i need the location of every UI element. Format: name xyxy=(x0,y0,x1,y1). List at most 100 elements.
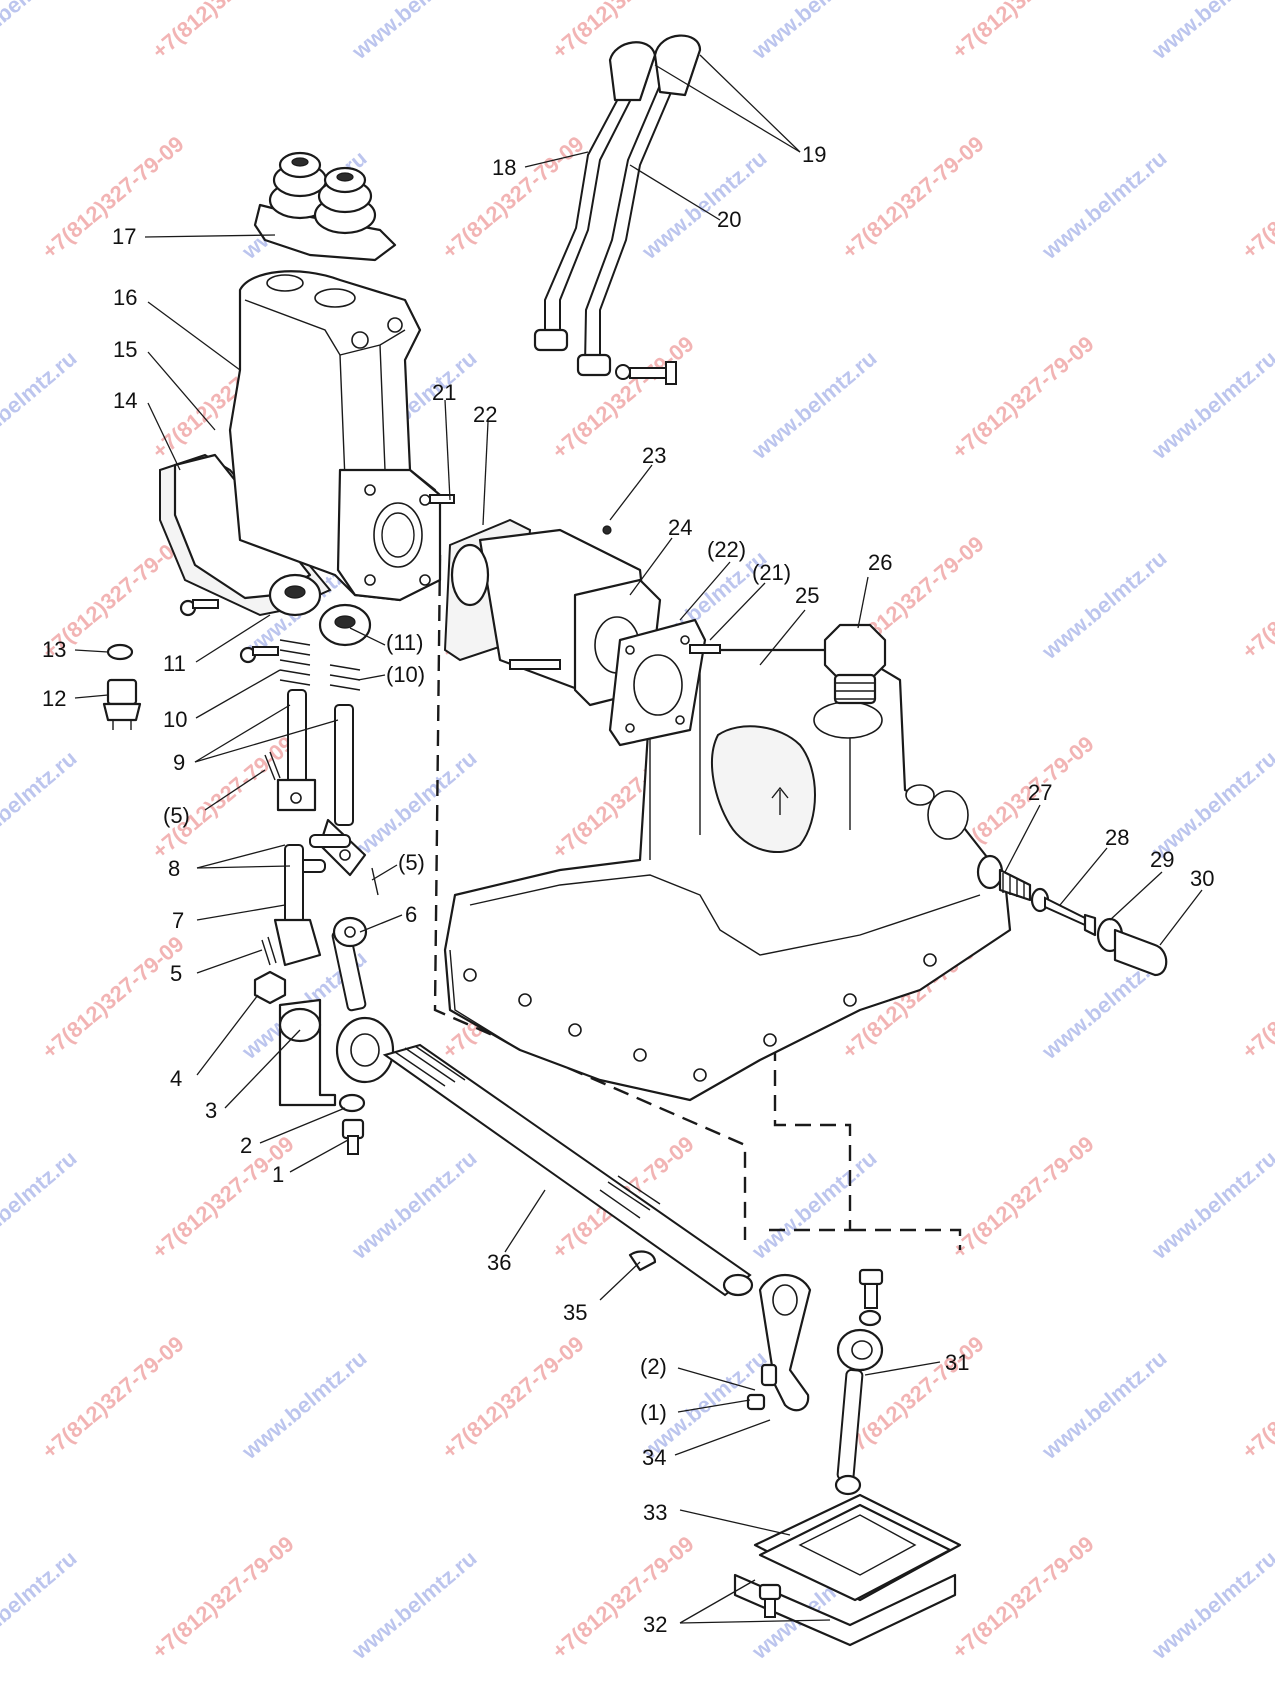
callout-22: 22 xyxy=(473,402,497,427)
rear-housing-cover xyxy=(443,648,1012,1102)
callout-21-ref: (21) xyxy=(752,560,791,585)
watermark-site: www.belmtz.ru xyxy=(346,1545,481,1664)
watermark-site: www.belmtz.ru xyxy=(636,145,771,264)
callout-31: 31 xyxy=(945,1350,969,1375)
callout-18: 18 xyxy=(492,155,516,180)
rubber-boot xyxy=(253,151,397,262)
watermark-phone: +7(812)327-79-09 xyxy=(1237,531,1275,664)
watermark-site: www.belmtz.ru xyxy=(0,1145,82,1264)
callout-7: 7 xyxy=(172,908,184,933)
watermark-site: www.belmtz.ru xyxy=(1036,145,1171,264)
watermark-phone: +7(812)327-79-09 xyxy=(437,1331,588,1464)
watermark-phone: +7(812)327-79-09 xyxy=(437,131,588,264)
watermark-phone: +7(812)327-79-09 xyxy=(147,1131,298,1264)
callout-1: 1 xyxy=(272,1162,284,1187)
watermark-site: www.belmtz.ru xyxy=(1146,1145,1275,1264)
callout-2: 2 xyxy=(240,1133,252,1158)
callout-5-ref: (5) xyxy=(163,803,190,828)
callout-23: 23 xyxy=(642,443,666,468)
watermark-phone: +7(812)327-79-09 xyxy=(947,331,1098,464)
watermark-phone: +7(812)327-79-09 xyxy=(1237,1331,1275,1464)
assembly-guide-line-right xyxy=(760,795,962,1250)
watermark-site: www.belmtz.ru xyxy=(1036,1345,1171,1464)
callout-10: 10 xyxy=(163,707,187,732)
callout-12: 12 xyxy=(42,686,66,711)
callout-3: 3 xyxy=(205,1098,217,1123)
watermark-site: www.belmtz.ru xyxy=(346,0,481,64)
watermark-site: www.belmtz.ru xyxy=(1146,1545,1275,1664)
callout-26: 26 xyxy=(868,550,892,575)
callout-28: 28 xyxy=(1105,825,1129,850)
callout-4: 4 xyxy=(170,1066,182,1091)
watermark-phone: +7(812)327-79-09 xyxy=(547,1531,698,1664)
callout-11: 11 xyxy=(163,651,186,676)
callout-17: 17 xyxy=(112,224,136,249)
watermark-layer: www.belmtz.ru +7(812)327-79-09 www.belmtz.… xyxy=(0,0,1275,1664)
watermark-phone: +7(812)327-79-09 xyxy=(147,0,298,64)
callout-16: 16 xyxy=(113,285,137,310)
adjusting-screw-assembly xyxy=(976,854,1168,977)
lower-linkage xyxy=(733,1268,962,1647)
watermark-site: www.belmtz.ru xyxy=(0,345,82,464)
distributor-body xyxy=(159,270,455,617)
watermark-site: www.belmtz.ru xyxy=(746,345,881,464)
watermark-site: www.belmtz.ru xyxy=(1036,545,1171,664)
callout-24: 24 xyxy=(668,515,692,540)
watermark-site: www.belmtz.ru xyxy=(1146,345,1275,464)
watermark-phone: +7(812)327-79-09 xyxy=(547,331,698,464)
assembly-guide-line-left xyxy=(433,554,747,1240)
watermark-phone: +7(812)327-79-09 xyxy=(147,1531,298,1664)
watermark-phone: +7(812)327-79-09 xyxy=(37,1331,188,1464)
watermark-phone: +7(812)327-79-09 xyxy=(947,1131,1098,1264)
callout-30: 30 xyxy=(1190,866,1214,891)
valve-section xyxy=(443,518,721,747)
watermark-phone: +7(812)327-79-09 xyxy=(947,0,1098,64)
callout-8: 8 xyxy=(168,856,180,881)
callout-35: 35 xyxy=(563,1300,587,1325)
callout-11-ref: (11) xyxy=(386,630,424,655)
callout-27: 27 xyxy=(1028,780,1052,805)
watermark-site: www.belmtz.ru xyxy=(746,0,881,64)
watermark-site: www.belmtz.ru xyxy=(0,745,82,864)
watermark-phone: +7(812)327-79-09 xyxy=(1237,131,1275,264)
watermark-site: www.belmtz.ru xyxy=(346,1145,481,1264)
callout-6: 6 xyxy=(405,902,417,927)
watermark-site: www.belmtz.ru xyxy=(346,745,481,864)
watermark-phone: +7(812)327-79-09 xyxy=(1237,931,1275,1064)
callout-13: 13 xyxy=(42,637,66,662)
callout-20: 20 xyxy=(717,207,741,232)
watermark-site: www.belmtz.ru xyxy=(0,1545,82,1664)
watermark-site: www.belmtz.ru xyxy=(1146,0,1275,64)
callout-9: 9 xyxy=(173,750,185,775)
callout-25: 25 xyxy=(795,583,819,608)
callout-5-ref-right: (5) xyxy=(398,850,425,875)
sensor-switch xyxy=(102,643,142,730)
callout-labels: 17 16 15 14 18 19 20 21 22 23 24 (22) (2… xyxy=(42,142,1214,1637)
callout-34: 34 xyxy=(642,1445,666,1470)
callout-leaders xyxy=(74,54,1203,1624)
watermark-phone: +7(812)327-79-09 xyxy=(947,1531,1098,1664)
linkage-left xyxy=(179,573,395,1155)
watermark-site: www.belmtz.ru xyxy=(236,1345,371,1464)
filler-plug xyxy=(823,623,887,705)
callout-36: 36 xyxy=(487,1250,511,1275)
watermark-phone: +7(812)327-79-09 xyxy=(37,931,188,1064)
callout-2-ref: (2) xyxy=(640,1354,667,1379)
callout-10-ref: (10) xyxy=(386,662,425,687)
watermark-site: www.belmtz.ru xyxy=(0,0,82,64)
callout-15: 15 xyxy=(113,337,137,362)
callout-21: 21 xyxy=(432,380,456,405)
callout-1-ref: (1) xyxy=(640,1400,667,1425)
callout-29: 29 xyxy=(1150,847,1174,872)
watermark-phone: +7(812)327-79-09 xyxy=(837,131,988,264)
callout-33: 33 xyxy=(643,1500,667,1525)
callout-32: 32 xyxy=(643,1612,667,1637)
callout-19: 19 xyxy=(802,142,826,167)
callout-22-ref: (22) xyxy=(707,537,746,562)
callout-5: 5 xyxy=(170,961,182,986)
splined-shaft xyxy=(382,1043,754,1297)
callout-14: 14 xyxy=(113,388,137,413)
control-levers xyxy=(533,34,702,385)
